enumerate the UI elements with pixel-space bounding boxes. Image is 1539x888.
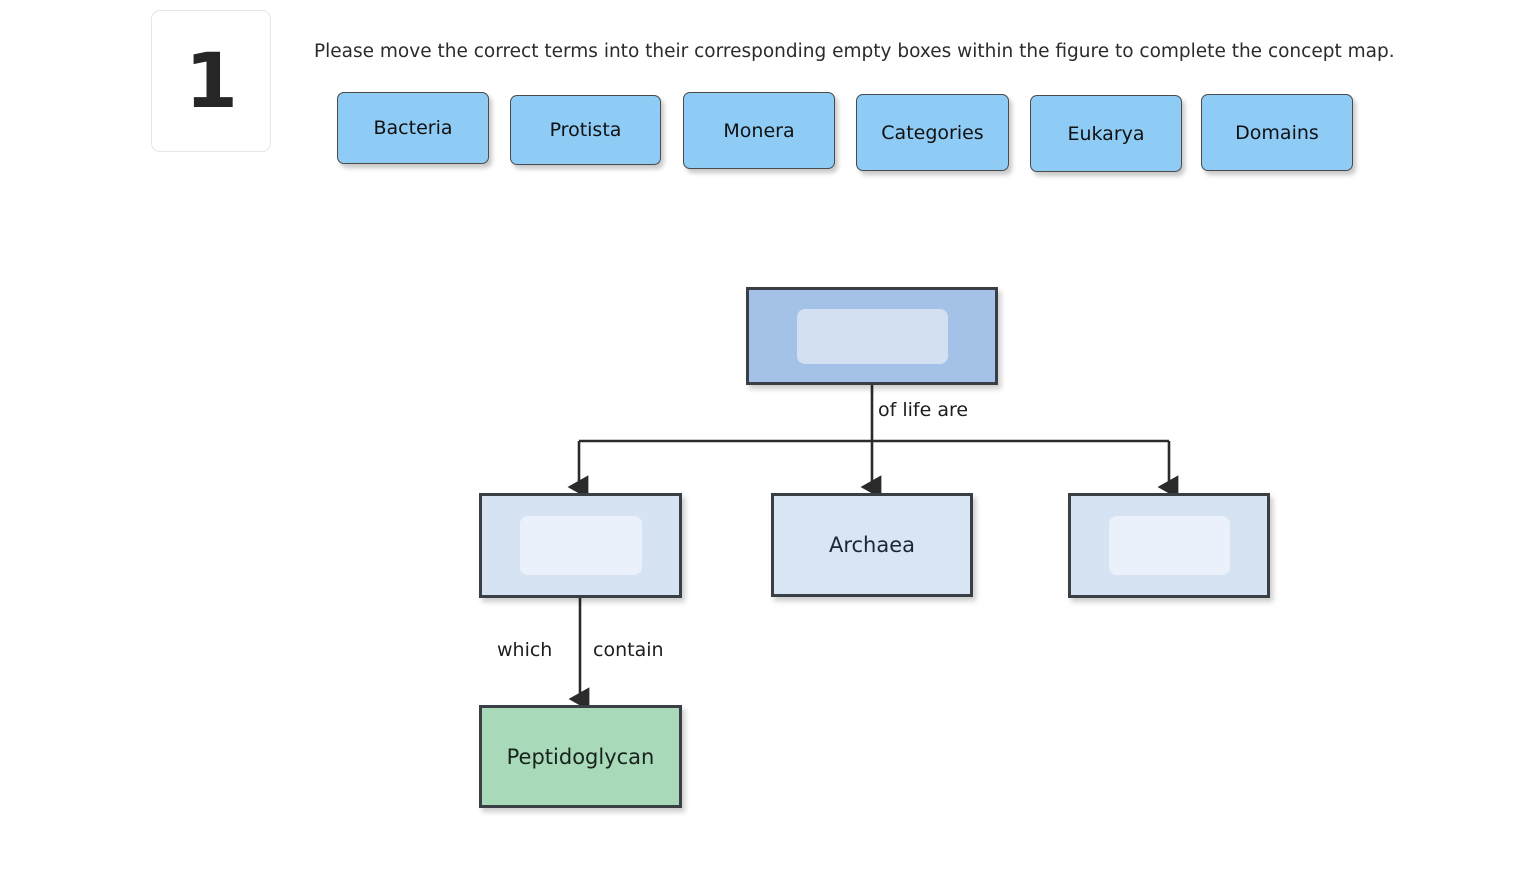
- term-chip-bacteria[interactable]: Bacteria: [337, 92, 489, 164]
- concept-node-label: Peptidoglycan: [506, 744, 655, 769]
- term-chip-protista[interactable]: Protista: [510, 95, 661, 165]
- question-number: 1: [185, 36, 238, 125]
- instruction-text: Please move the correct terms into their…: [314, 41, 1395, 62]
- concept-node-right[interactable]: [1068, 493, 1270, 598]
- concept-node-label: Archaea: [828, 533, 916, 557]
- term-chip-label: Domains: [1235, 121, 1319, 144]
- concept-node-bottom-left[interactable]: Peptidoglycan: [479, 705, 682, 808]
- question-number-badge: 1: [151, 10, 271, 152]
- term-chip-label: Categories: [881, 121, 984, 144]
- term-chip-label: Monera: [723, 119, 795, 142]
- term-chip-label: Eukarya: [1067, 122, 1145, 145]
- term-chip-monera[interactable]: Monera: [683, 92, 835, 169]
- drop-zone-right[interactable]: [1108, 516, 1230, 575]
- concept-node-left[interactable]: [479, 493, 682, 598]
- term-chip-categories[interactable]: Categories: [856, 94, 1009, 171]
- term-chip-eukarya[interactable]: Eukarya: [1030, 95, 1182, 172]
- drop-zone-left[interactable]: [519, 516, 642, 575]
- term-chip-label: Protista: [549, 119, 622, 141]
- term-chip-label: Bacteria: [373, 117, 453, 139]
- term-chip-domains[interactable]: Domains: [1201, 94, 1353, 171]
- drop-zone-root[interactable]: [796, 308, 948, 364]
- concept-node-root[interactable]: [746, 287, 998, 385]
- concept-node-middle[interactable]: Archaea: [771, 493, 973, 597]
